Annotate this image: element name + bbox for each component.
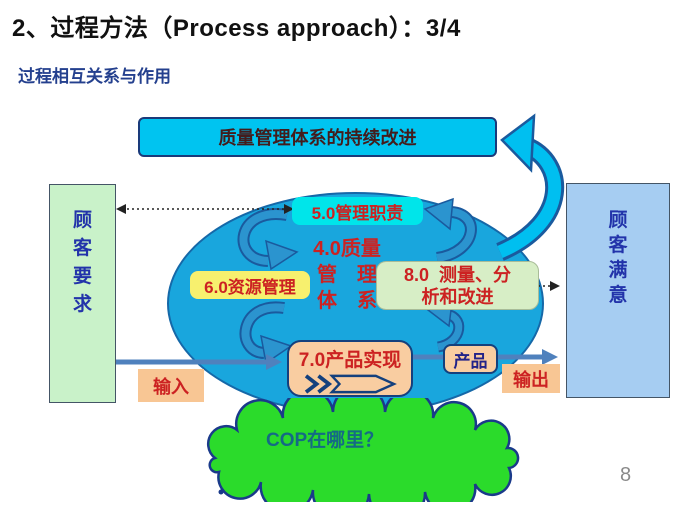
management-responsibility-box: 5.0管理职责	[292, 197, 423, 225]
qms-core-label: 4.0质量 管 理 体 系	[297, 236, 397, 314]
input-box: 输入	[138, 369, 204, 402]
qms-line-2: 管 理	[317, 264, 377, 286]
customer-requirements-label: 顾客要求	[72, 210, 92, 315]
cop-question-label: COP在哪里？	[266, 430, 384, 451]
input-label: 输入	[153, 376, 189, 397]
qms-line-1: 4.0质量	[313, 238, 381, 260]
customer-satisfaction-label: 顾客满意	[608, 210, 628, 306]
product-realization-box: 7.0产品实现	[287, 340, 413, 397]
product-label: 产品	[453, 351, 488, 371]
customer-requirements-box: 顾客要求	[49, 184, 116, 403]
page-title: 2、过程方法（Process approach）：3/4	[12, 15, 461, 42]
customer-satisfaction-box: 顾客满意	[566, 183, 670, 398]
measurement-line-2: 析和改进	[421, 286, 494, 307]
measurement-line-1: 8.0 测量、分	[403, 264, 512, 285]
management-responsibility-label: 5.0管理职责	[311, 203, 404, 223]
banner-label: 质量管理体系的持续改进	[218, 128, 417, 148]
resource-management-box: 6.0资源管理	[190, 271, 310, 299]
measurement-analysis-box: 8.0 测量、分 析和改进	[376, 261, 539, 310]
qms-line-3: 体 系	[317, 290, 377, 312]
page-subtitle: 过程相互关系与作用	[18, 67, 171, 86]
chevron-arrow-icon	[304, 374, 397, 394]
page-number: 8	[620, 464, 632, 486]
improvement-loop-arrow-icon	[495, 113, 565, 261]
output-box: 输出	[502, 364, 560, 393]
resource-management-label: 6.0资源管理	[204, 277, 296, 297]
output-label: 输出	[513, 369, 549, 390]
product-realization-label: 7.0产品实现	[298, 350, 402, 371]
continuous-improvement-banner: 质量管理体系的持续改进	[138, 117, 497, 157]
product-box: 产品	[443, 344, 498, 374]
